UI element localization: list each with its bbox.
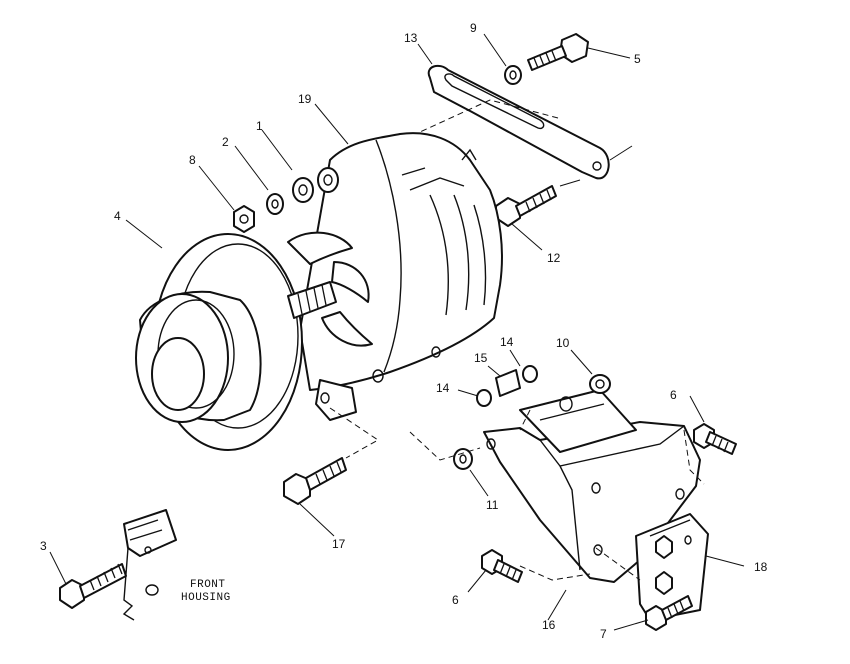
callout-6b: 6 — [452, 593, 459, 607]
callout-7: 7 — [600, 627, 607, 641]
nut-10 — [589, 374, 611, 394]
note-line-2: HOUSING — [181, 592, 231, 604]
washer-2 — [266, 193, 284, 215]
leader-lines — [49, 33, 745, 631]
callout-17: 17 — [332, 537, 346, 551]
front-housing-detail — [122, 509, 177, 621]
callout-4: 4 — [114, 209, 121, 223]
washer-1b — [292, 177, 314, 203]
bolt-6-left — [481, 549, 523, 583]
washer-9 — [504, 65, 522, 85]
callout-3: 3 — [40, 539, 47, 553]
front-housing-note: FRONT HOUSING — [181, 579, 231, 604]
shaft-stud — [287, 281, 337, 319]
callouts: 13 9 5 19 1 2 8 4 12 14 10 15 14 6 11 17… — [40, 21, 768, 641]
note-line-1: FRONT — [190, 579, 226, 591]
callout-13: 13 — [404, 31, 418, 45]
callout-5: 5 — [634, 52, 641, 66]
bolt-6-right — [693, 423, 737, 455]
callout-14a: 14 — [436, 381, 450, 395]
alternator-body — [287, 132, 503, 421]
callout-10: 10 — [556, 336, 570, 350]
washer-1 — [317, 167, 339, 193]
nut-8 — [233, 205, 255, 233]
bushing-15 — [495, 369, 521, 397]
plate-18 — [635, 513, 709, 621]
callout-16: 16 — [542, 618, 556, 632]
adjusting-bracket — [427, 64, 610, 180]
callout-15: 15 — [474, 351, 488, 365]
bolt-12 — [495, 185, 557, 227]
bolt-17 — [283, 457, 347, 505]
pulley — [135, 233, 303, 451]
bushing-14a — [476, 389, 492, 407]
bushing-14b — [522, 365, 538, 383]
callout-1: 1 — [256, 119, 263, 133]
callout-11: 11 — [486, 498, 499, 512]
callout-18: 18 — [754, 560, 768, 574]
callout-6a: 6 — [670, 388, 677, 402]
washer-11 — [453, 448, 473, 470]
callout-9: 9 — [470, 21, 477, 35]
callout-14b: 14 — [500, 335, 514, 349]
bolt-7 — [645, 595, 693, 631]
callout-19: 19 — [298, 92, 312, 106]
callout-8: 8 — [189, 153, 196, 167]
callout-12: 12 — [547, 251, 561, 265]
bolt-3 — [59, 563, 127, 609]
callout-2: 2 — [222, 135, 229, 149]
bolt-5 — [527, 33, 589, 71]
